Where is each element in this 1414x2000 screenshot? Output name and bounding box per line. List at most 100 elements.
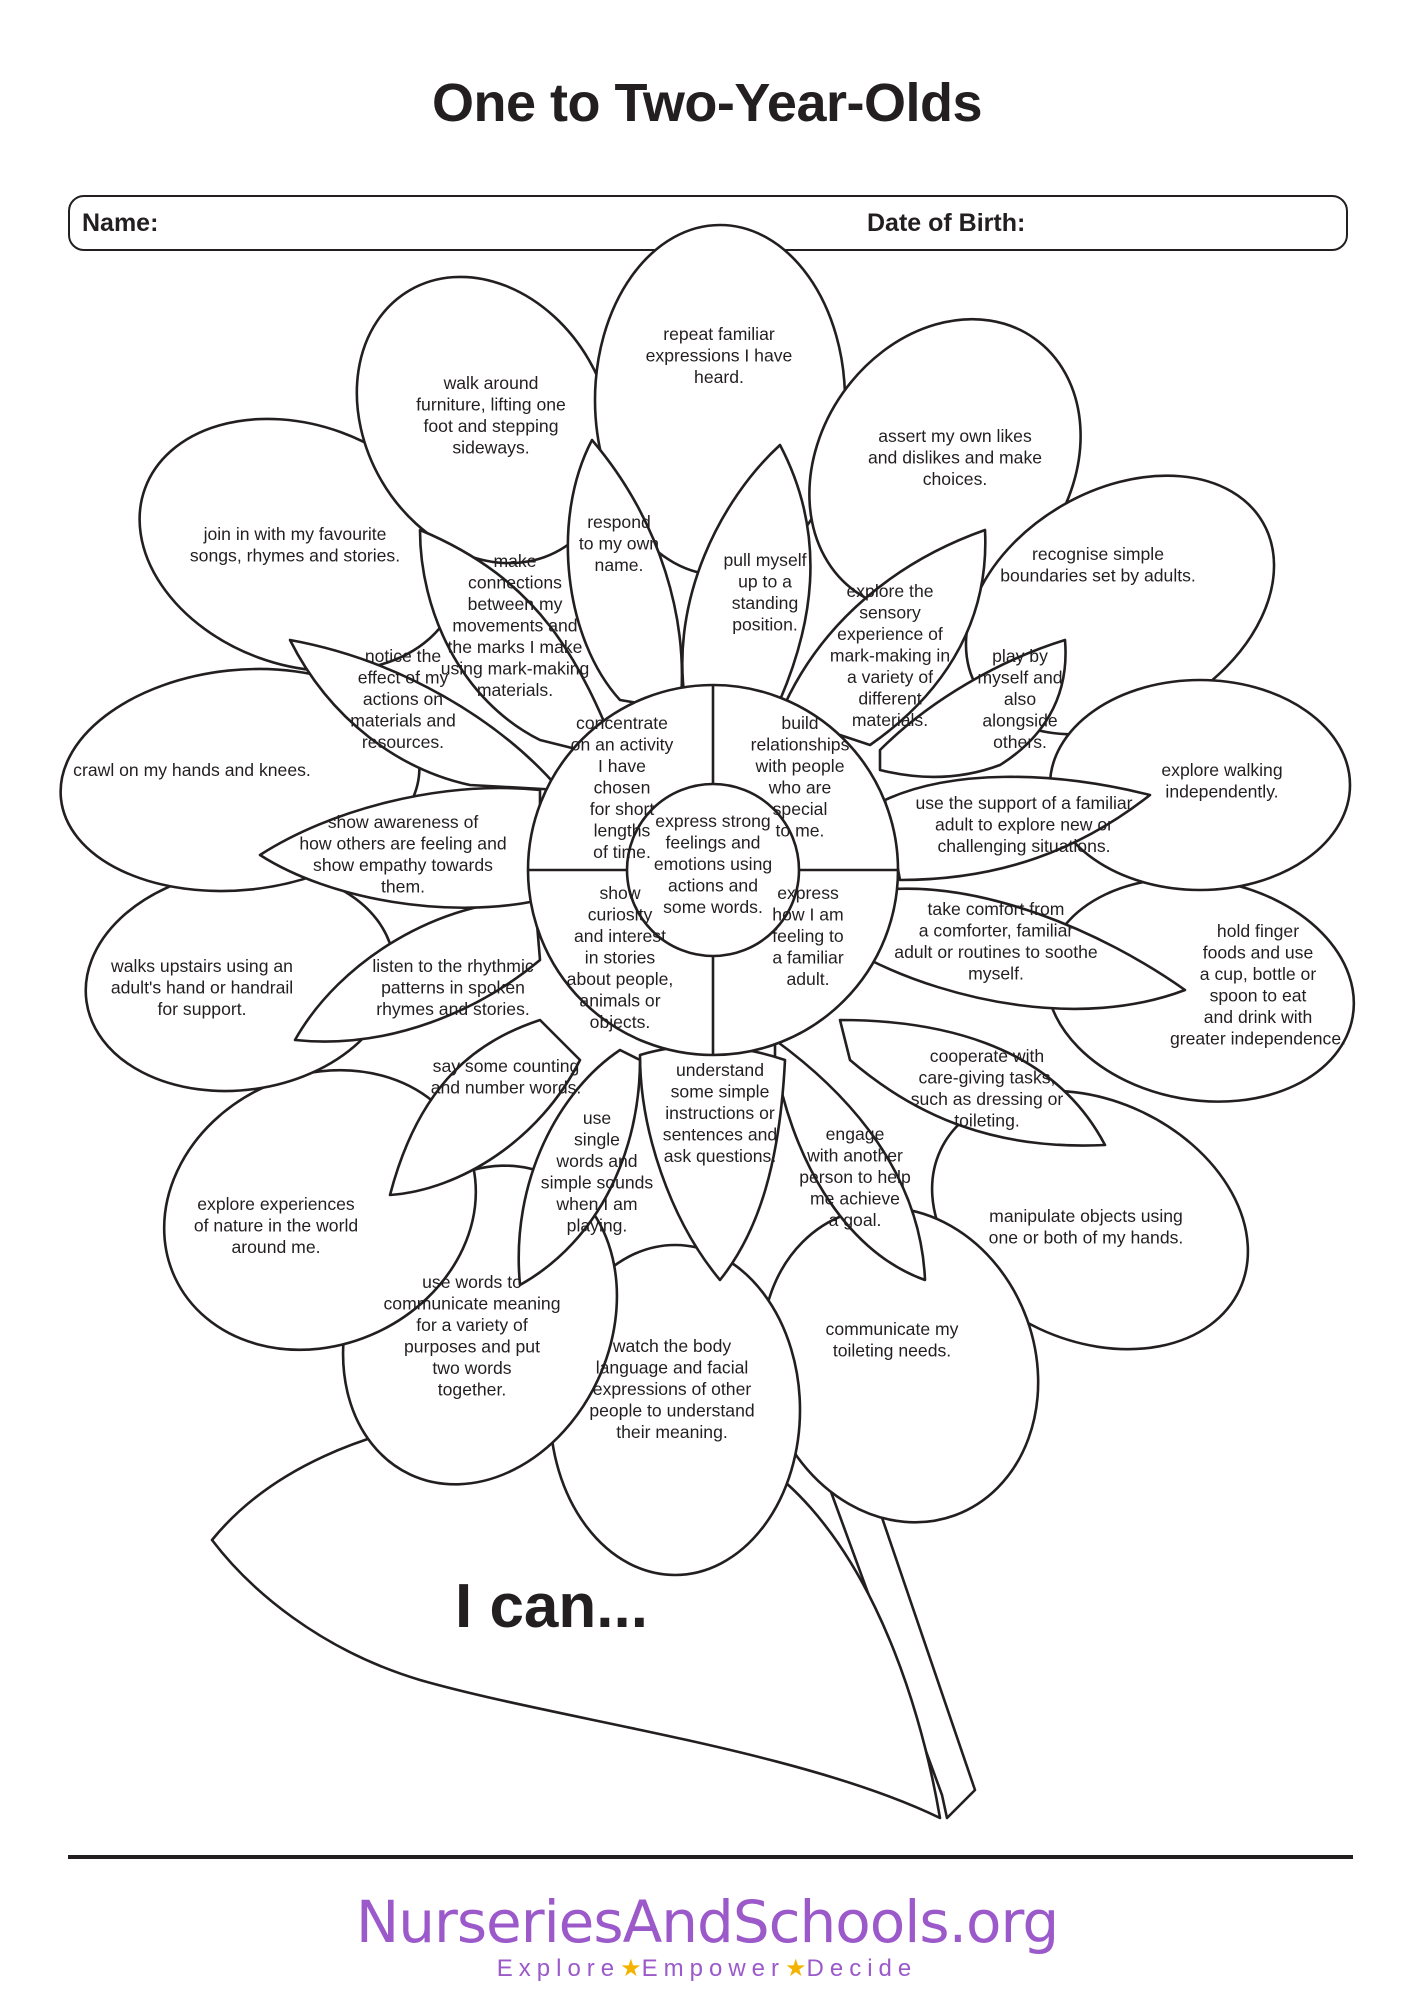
inner-petal-caregiving-line: cooperate with <box>930 1046 1044 1066</box>
inner-petal-sensory-line: mark-making in <box>830 646 950 666</box>
inner-petal-connections-line: movements and <box>452 616 577 636</box>
nurseries-and-schools-logo: NurseriesAndSchools.org Explore★Empower★… <box>0 1890 1414 1984</box>
center-middle-line: feelings and <box>666 833 761 853</box>
inner-petal-empathy-line: how others are feeling and <box>299 834 506 854</box>
inner-petal-instructions-line: some simple <box>671 1082 770 1102</box>
inner-petal-single-line: use <box>583 1108 611 1128</box>
center-quadrant-concentrate-line: of time. <box>593 842 651 862</box>
outer-petal-songs-line: join in with my favourite <box>203 524 387 544</box>
inner-petal-engage-line: engage <box>826 1124 885 1144</box>
center-quadrant-concentrate-line: I have <box>598 756 646 776</box>
center-quadrant-concentrate-line: concentrate <box>576 713 668 733</box>
outer-petal-furniture-line: foot and stepping <box>424 416 559 436</box>
center-quadrant-relationships-line: with people <box>754 756 844 776</box>
outer-petal-finger-line: spoon to eat <box>1210 986 1307 1006</box>
footer-rule <box>68 1855 1353 1859</box>
center-middle-line: express strong <box>655 811 770 831</box>
outer-petal-finger-line: a cup, bottle or <box>1200 964 1317 984</box>
center-inner-circle <box>625 782 801 958</box>
inner-petal-pullup <box>681 443 812 702</box>
outer-petal-boundaries-line: recognise simple <box>1032 544 1164 564</box>
inner-petal-support-line: adult to explore new or <box>935 815 1113 835</box>
inner-petal-effect-line: notice the <box>365 646 441 666</box>
center-quadrant-concentrate-line: lengths <box>594 821 651 841</box>
inner-petal-effect <box>288 638 562 792</box>
inner-petal-instructions-line: ask questions. <box>664 1146 776 1166</box>
inner-petal-connections-line: using mark-making <box>441 659 590 679</box>
inner-petal-single-line: simple sounds <box>541 1173 654 1193</box>
inner-petal-effect-line: materials and <box>350 711 456 731</box>
inner-petal-comfort <box>868 887 1187 1011</box>
name-label: Name: <box>82 209 159 237</box>
inner-petal-rhythmic <box>293 898 542 1043</box>
outer-petal-bodylang-line: their meaning. <box>616 1422 728 1442</box>
inner-petal-sensory-line: different <box>858 689 921 709</box>
inner-petal-sensory-line: a variety of <box>847 667 933 687</box>
inner-petal-caregiving-line: care-giving tasks, <box>919 1068 1056 1088</box>
inner-petal-play-line: play by <box>992 646 1048 666</box>
outer-petal-bodylang-line: watch the body <box>612 1336 732 1356</box>
outer-petal-furniture-line: sideways. <box>452 438 529 458</box>
inner-petal-respond-line: to my own <box>579 534 659 554</box>
center-middle-line: some words. <box>663 897 763 917</box>
inner-petal-pullup-line: position. <box>732 615 798 635</box>
outer-petal-boundaries-line: boundaries set by adults. <box>1000 566 1196 586</box>
outer-petal-songs-line: songs, rhymes and stories. <box>190 546 400 566</box>
outer-petal-finger-line: foods and use <box>1203 943 1314 963</box>
outer-petal-manipulate-line: manipulate objects using <box>989 1206 1183 1226</box>
center-quadrant-curiosity-line: and interest <box>574 926 666 946</box>
leaf-i-can-label: I can... <box>455 1572 648 1641</box>
outer-petal-words-line: two words <box>432 1358 511 1378</box>
center-quadrant-curiosity-line: curiosity <box>588 905 653 925</box>
inner-petal-engage-line: a goal. <box>829 1210 882 1230</box>
inner-petal-play-line: others. <box>993 732 1047 752</box>
outer-petal-furniture <box>355 275 615 565</box>
inner-petal-support-line: use the support of a familiar <box>915 793 1132 813</box>
outer-petal-bodylang-line: people to understand <box>589 1401 754 1421</box>
dob-label: Date of Birth: <box>867 209 1026 237</box>
inner-petal-single-line: when I am <box>555 1194 637 1214</box>
tagline-empower: Empower <box>641 1955 786 1982</box>
inner-petal-connections-line: connections <box>468 573 562 593</box>
outer-petal-toileting-line: communicate my <box>826 1319 959 1339</box>
inner-petal-comfort-line: a comforter, familiar <box>919 921 1074 941</box>
center-quadrant-relationships-line: to me. <box>776 821 825 841</box>
inner-petal-connections-line: make <box>493 551 536 571</box>
inner-petal-effect-line: actions on <box>363 689 443 709</box>
outer-petal-repeat-line: heard. <box>694 367 744 387</box>
inner-petal-empathy <box>258 786 542 910</box>
inner-petal-sensory-line: sensory <box>859 603 921 623</box>
inner-petal-sensory-line: experience of <box>837 624 943 644</box>
inner-petal-play-line: also <box>1004 689 1036 709</box>
outer-petal-nature-line: around me. <box>232 1237 321 1257</box>
center-quadrant-feeling-line: adult. <box>786 969 829 989</box>
inner-petal-rhythmic-line: listen to the rhythmic <box>372 956 534 976</box>
inner-petal-caregiving <box>838 1018 1107 1147</box>
inner-petal-connections <box>418 528 622 762</box>
outer-petal-words-line: purposes and put <box>404 1337 540 1357</box>
outer-petal-finger-line: greater independence. <box>1170 1029 1346 1049</box>
inner-petal-play-line: myself and <box>977 668 1062 688</box>
outer-petal-finger-line: and drink with <box>1204 1007 1313 1027</box>
inner-petal-single-line: single <box>574 1130 620 1150</box>
outer-petal-finger-line: hold finger <box>1217 921 1299 941</box>
outer-petal-words-line: communicate meaning <box>383 1294 560 1314</box>
inner-petal-caregiving-line: toileting. <box>954 1111 1020 1131</box>
outer-petal-furniture-line: furniture, lifting one <box>416 395 566 415</box>
center-quadrant-concentrate-line: on an activity <box>571 735 674 755</box>
inner-petal-pullup-line: standing <box>732 593 799 613</box>
